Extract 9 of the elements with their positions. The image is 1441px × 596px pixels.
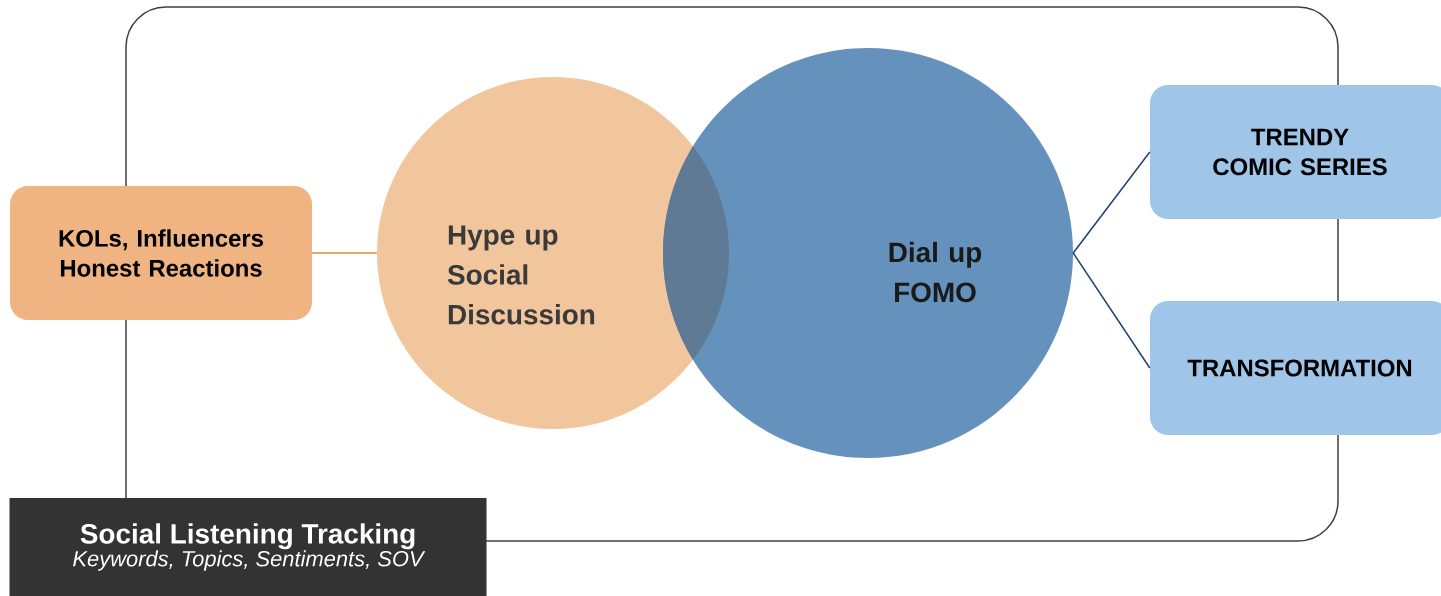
circle-label: Dial up FOMO [889, 241, 982, 303]
connector-line [1072, 151, 1151, 254]
rounded-box: KOLs, Influencers Honest Reactions [10, 186, 312, 320]
connector-line [1072, 252, 1151, 369]
circle-label: Hype up Social Discussion [447, 225, 595, 325]
title-box: Social Listening Tracking Keywords, Topics, Sentiments, SOV [9, 498, 487, 596]
connector-line [311, 252, 378, 254]
rounded-box: TRENDY COMIC SERIES [1150, 85, 1441, 219]
rounded-box: TRANSFORMATION [1150, 301, 1441, 435]
